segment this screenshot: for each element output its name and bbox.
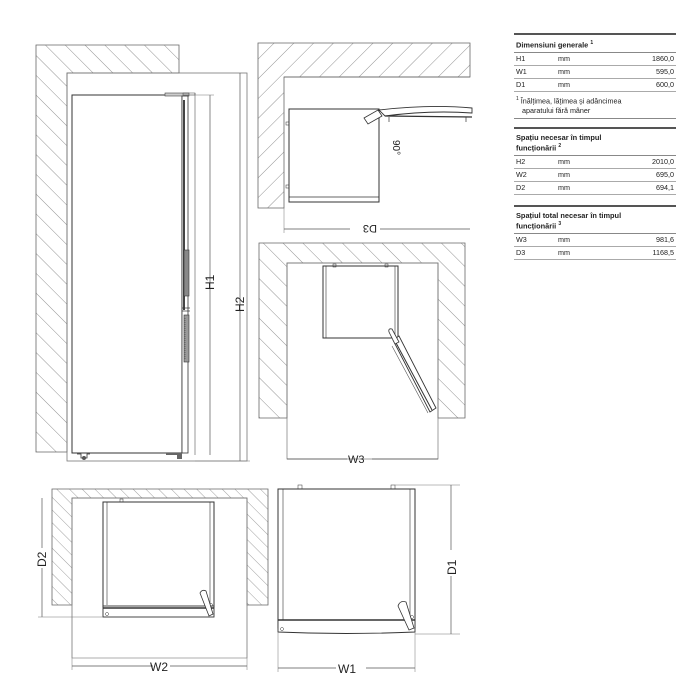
label-h1: H1 bbox=[203, 274, 217, 290]
fridge-top bbox=[102, 501, 215, 608]
table-title: Dimensiuni generale 1 bbox=[514, 33, 676, 54]
fridge-door bbox=[277, 619, 416, 634]
top-view-90: 90° D3 bbox=[257, 42, 473, 234]
handle bbox=[388, 328, 400, 345]
label-w2: W2 bbox=[150, 660, 168, 674]
label-w1: W1 bbox=[338, 662, 356, 676]
label-d3: D3 bbox=[363, 222, 377, 234]
top-view-clearance: D2 W2 bbox=[35, 488, 269, 674]
label-w3: W3 bbox=[348, 454, 365, 466]
fridge-door bbox=[102, 605, 215, 618]
top-view-open-door: W3 bbox=[258, 242, 466, 466]
door-open bbox=[392, 335, 437, 413]
fridge-top bbox=[288, 108, 380, 203]
handle bbox=[363, 109, 383, 125]
fridge-top bbox=[277, 488, 416, 629]
door-open bbox=[378, 105, 473, 117]
label-h2: H2 bbox=[233, 296, 247, 312]
handle bbox=[397, 601, 415, 631]
handle-upper bbox=[183, 249, 190, 297]
fridge-body bbox=[71, 94, 183, 454]
label-angle: 90° bbox=[390, 140, 401, 155]
label-d2: D2 bbox=[35, 551, 49, 567]
side-view: H1 H2 bbox=[35, 44, 250, 462]
fridge-top bbox=[322, 265, 399, 339]
top-view-dimensions: D1 W1 bbox=[277, 484, 460, 676]
handle bbox=[199, 589, 214, 617]
label-d1: D1 bbox=[445, 559, 459, 575]
handle-lower bbox=[183, 314, 190, 363]
